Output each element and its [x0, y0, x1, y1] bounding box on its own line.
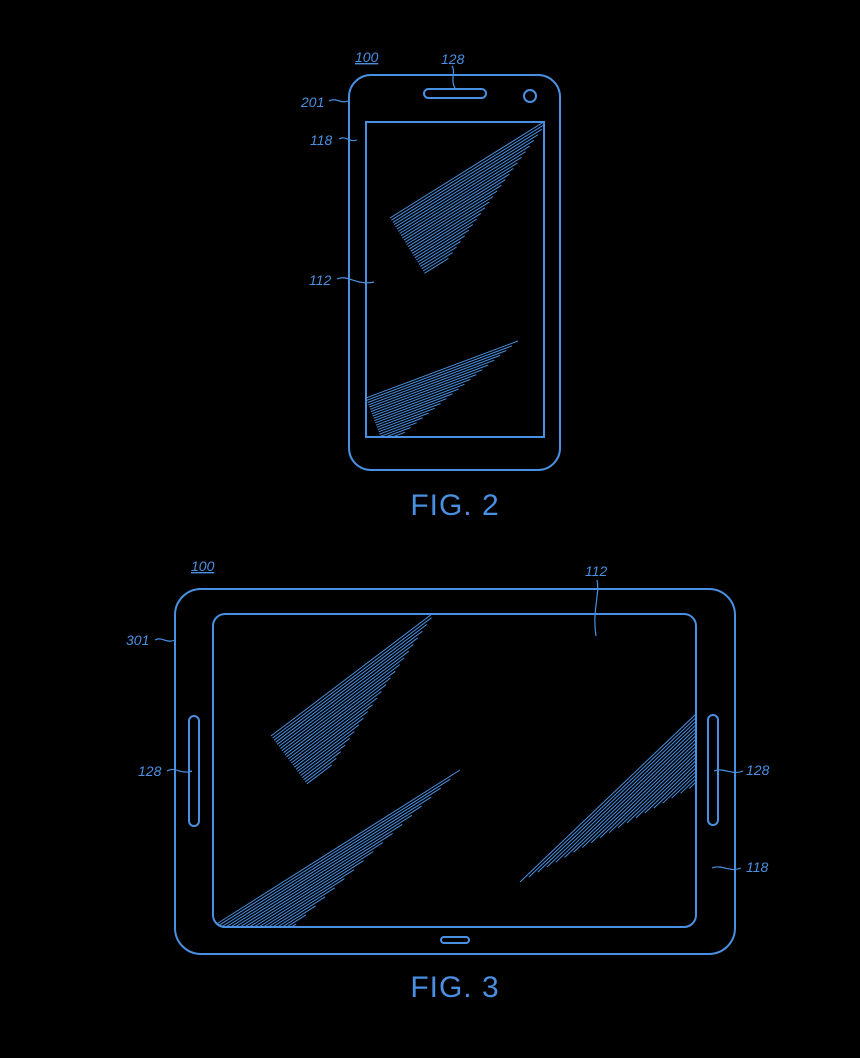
- fig3-glare-line: [239, 933, 287, 963]
- fig2-glare-line: [369, 355, 501, 404]
- fig3-screen-glare: [215, 611, 734, 965]
- fig3-label-speaker-right: 128: [746, 762, 770, 778]
- fig3-label-bezel: 118: [746, 859, 769, 875]
- figure-2: 100 128 201 118 112 FIG. 2: [300, 49, 560, 522]
- fig3-glare-line: [663, 744, 725, 803]
- fig2-label-device: 100: [355, 49, 379, 65]
- fig3-glare-line: [230, 870, 354, 949]
- fig2-glare-line: [418, 230, 469, 262]
- fig3-label-display: 112: [585, 563, 608, 579]
- fig3-glare-line: [574, 725, 707, 852]
- fig3-leader-housing: [155, 639, 175, 641]
- fig2-glare-line: [369, 360, 494, 407]
- fig3-glare-line: [238, 924, 297, 961]
- fig2-glare-line: [408, 191, 497, 247]
- fig2-glare-line: [397, 146, 530, 229]
- fig2-caption: FIG. 2: [410, 489, 499, 522]
- fig2-label-housing: 201: [300, 94, 324, 110]
- fig3-glare-line: [232, 888, 335, 953]
- fig2-glare-line: [372, 375, 476, 414]
- fig3-glare-line: [287, 678, 391, 757]
- fig3-glare-line: [216, 779, 450, 927]
- fig3-glare-line: [284, 665, 400, 753]
- fig2-glare-line: [400, 157, 522, 233]
- fig2-screen-glare: [366, 118, 550, 441]
- fig2-glare-line: [377, 404, 441, 428]
- fig2-glare-line: [407, 185, 502, 244]
- fig2-label-speaker: 128: [441, 51, 465, 67]
- fig3-glare-line: [222, 815, 412, 935]
- fig2-glare-line: [419, 236, 465, 265]
- fig3-glare-line: [218, 788, 441, 929]
- fig2-glare-line: [366, 341, 518, 398]
- fig3-glare-line: [290, 691, 382, 761]
- fig3-glare-line: [556, 722, 704, 863]
- fig2-leader-speaker: [452, 66, 455, 88]
- fig3-leader-bezel: [712, 867, 741, 870]
- fig3-glare-line: [529, 716, 698, 877]
- fig2-speaker-slot: [424, 89, 486, 98]
- figure-3: 100 112 301 128 128 118 FIG. 3: [126, 558, 770, 1004]
- fig2-glare-line: [374, 389, 458, 421]
- fig3-glare-line: [223, 824, 402, 937]
- fig3-glare-line: [698, 751, 732, 783]
- fig3-glare-line: [280, 651, 408, 748]
- fig2-leader-housing: [329, 100, 348, 102]
- fig3-label-device: 100: [191, 558, 215, 574]
- fig3-glare-line: [271, 611, 436, 736]
- fig2-glare-line: [424, 258, 448, 273]
- fig3-glare-line: [231, 879, 345, 951]
- fig2-glare-line: [404, 174, 510, 240]
- fig3-leader-lines: [155, 580, 743, 870]
- fig2-glare-line: [374, 384, 465, 418]
- fig3-glare-line: [224, 833, 392, 940]
- fig3-glare-line: [220, 806, 421, 933]
- fig3-glare-line: [274, 624, 427, 740]
- fig3-glare-line: [520, 714, 696, 882]
- fig3-glare-line: [609, 733, 714, 833]
- fig3-glare-line: [627, 737, 718, 823]
- fig3-glare-line: [582, 727, 708, 847]
- fig3-label-speaker-left: 128: [138, 763, 162, 779]
- fig3-glare-line: [547, 720, 702, 868]
- fig3-glare-line: [227, 852, 373, 945]
- fig2-display-screen: [366, 122, 544, 437]
- fig3-caption: FIG. 3: [410, 971, 499, 1004]
- fig2-label-bezel: 118: [310, 132, 333, 148]
- fig2-glare-line: [371, 370, 482, 412]
- fig2-glare-line: [401, 163, 518, 236]
- fig3-label-housing: 301: [126, 632, 149, 648]
- fig2-camera-icon: [524, 90, 536, 102]
- fig3-home-button: [441, 937, 469, 943]
- fig2-glare-line: [394, 135, 538, 225]
- fig3-glare-line: [219, 797, 431, 931]
- fig2-label-display: 112: [309, 272, 332, 288]
- fig2-leader-display: [337, 278, 374, 283]
- fig2-glare-line: [393, 129, 542, 222]
- fig3-glare-line: [277, 638, 418, 745]
- fig3-glare-line: [215, 770, 460, 925]
- fig2-glare-line: [390, 118, 550, 218]
- fig2-glare-line: [367, 346, 512, 401]
- fig3-glare-line: [707, 753, 733, 778]
- fig3-glare-line: [236, 915, 306, 959]
